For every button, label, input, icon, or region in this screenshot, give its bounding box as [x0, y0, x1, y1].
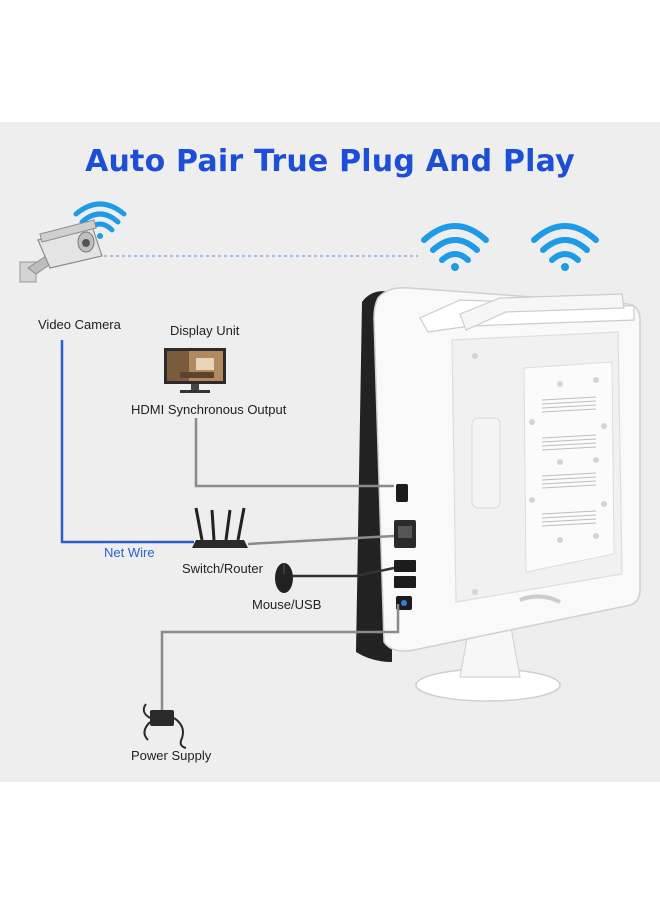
- power-adapter-icon: [142, 703, 187, 749]
- monitor-slot: [471, 417, 501, 509]
- camera-icon: [19, 219, 103, 283]
- power-cable: [160, 604, 400, 710]
- monitor-unit: [356, 286, 641, 702]
- diagram-panel: Auto Pair True Plug And Play Video Camer…: [0, 122, 660, 782]
- video-camera-label: Video Camera: [38, 317, 121, 332]
- hdmi-output-label: HDMI Synchronous Output: [131, 402, 287, 417]
- display-unit-icon: [164, 348, 226, 393]
- usb-port-1: [394, 560, 416, 572]
- usb-cable: [292, 566, 395, 578]
- power-port-pin: [401, 600, 407, 606]
- net-wire-label: Net Wire: [104, 545, 155, 560]
- monitor-cable-stub: [519, 594, 561, 604]
- hdmi-port: [396, 484, 408, 502]
- mouse-usb-label: Mouse/USB: [252, 597, 322, 612]
- power-supply-label: Power Supply: [131, 748, 212, 763]
- antenna-right: [459, 293, 625, 331]
- wifi-icon: [531, 223, 599, 271]
- display-unit-label: Display Unit: [170, 323, 240, 338]
- connection-diagram: [19, 201, 641, 749]
- monitor-rear-block: [523, 361, 615, 573]
- mouse-icon: [275, 563, 293, 593]
- page-title: Auto Pair True Plug And Play: [85, 144, 575, 179]
- usb-port-2: [394, 576, 416, 588]
- net-wire-cable: [60, 340, 194, 544]
- router-icon: [192, 507, 248, 548]
- wifi-icon: [421, 223, 489, 271]
- ethernet-cable: [247, 534, 395, 546]
- hdmi-cable: [194, 418, 394, 488]
- ethernet-port-inner: [398, 526, 412, 538]
- switch-router-label: Switch/Router: [182, 561, 263, 576]
- monitor-vents: [541, 396, 597, 527]
- monitor-screw-holes: [472, 353, 607, 595]
